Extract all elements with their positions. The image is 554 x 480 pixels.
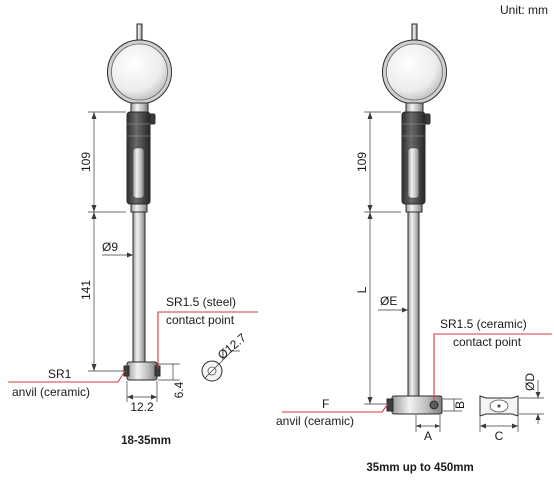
dial-face (386, 43, 443, 101)
dim-phi9-label: Ø9 (102, 240, 118, 254)
gauge-a-caption: 18-35mm (121, 435, 171, 447)
dial-face (111, 43, 168, 101)
gauge-b: 109 L ØE SR1.5 (ceramic) contact point F… (276, 23, 552, 474)
dim-phiE-label: ØE (380, 294, 397, 308)
dim-A-label: A (424, 429, 432, 443)
contact-point (429, 400, 439, 410)
dim-109-label: 109 (79, 152, 93, 172)
dim-phiD-label: ØD (523, 373, 537, 391)
dial-stem (411, 23, 418, 41)
anvil-label-line2: anvil (ceramic) (276, 414, 354, 428)
extension-rod (132, 211, 146, 363)
anvil-label-line1: F (322, 397, 329, 411)
contact-label-line2: contact point (453, 335, 522, 349)
contact-label-line2: contact point (166, 313, 235, 327)
anvil-label-line1: SR1 (48, 367, 72, 381)
dim-12-2-label: 12.2 (130, 400, 154, 414)
unit-label: Unit: mm (500, 3, 548, 17)
gauge-a: 109 141 Ø9 SR1.5 (steel) contact point S… (8, 23, 258, 447)
anvil-label-line2: anvil (ceramic) (12, 385, 90, 399)
dim-C-label: C (495, 429, 504, 443)
gauge-b-caption: 35mm up to 450mm (366, 462, 473, 474)
dim-141-label: 141 (79, 280, 93, 300)
dim-L-label: L (355, 286, 369, 293)
dim-B-label: B (453, 401, 467, 409)
extension-rod (407, 211, 420, 397)
dim-phi12-7-label: Ø12.7 (215, 330, 249, 362)
contact-label-line1: SR1.5 (ceramic) (440, 317, 527, 331)
dim-109-label: 109 (355, 152, 369, 172)
dial-stem (136, 23, 143, 41)
contact-label-line1: SR1.5 (steel) (166, 295, 236, 309)
measuring-head (126, 361, 158, 381)
dim-6-4-label: 6.4 (172, 381, 186, 398)
